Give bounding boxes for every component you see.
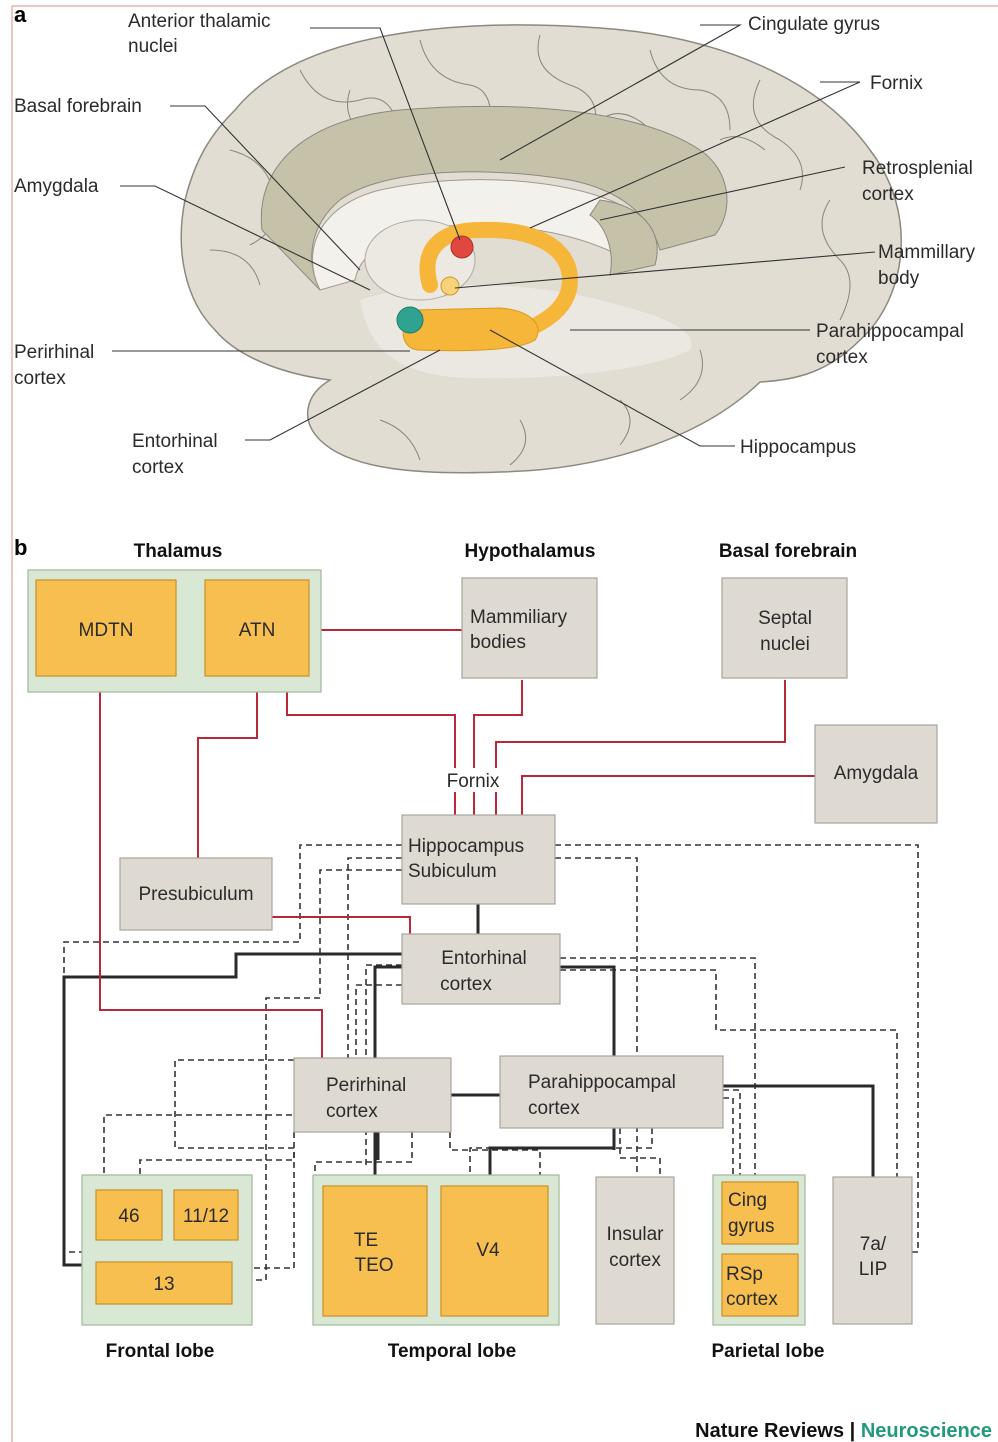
rsp-label-2: cortex	[726, 1289, 778, 1310]
header-hypothalamus: Hypothalamus	[465, 541, 596, 562]
label-basal-forebrain: Basal forebrain	[14, 96, 142, 117]
septal-nuclei-label-2: nuclei	[760, 634, 810, 655]
perirhinal-cortex-box	[293, 1057, 452, 1133]
fornix-label: Fornix	[447, 771, 500, 792]
hippocampus-label: Hippocampus	[408, 836, 524, 857]
label-hippocampus: Hippocampus	[740, 437, 856, 458]
perirhinal-label-1: Perirhinal	[326, 1075, 406, 1096]
credit-section: Neuroscience	[861, 1420, 992, 1442]
mammillary-bodies-box	[461, 577, 598, 679]
amygdala-dot	[396, 306, 424, 334]
label-cingulate-gyrus: Cingulate gyrus	[748, 14, 880, 35]
insular-label-2: cortex	[609, 1250, 661, 1271]
cingulate-gyrus-shape	[260, 105, 728, 291]
label-retrosplenial-1: Retrosplenial	[862, 158, 973, 179]
hippocampus-subiculum-box	[401, 814, 556, 905]
cing-gyrus-box	[721, 1181, 799, 1245]
entorhinal-label-1: Entorhinal	[441, 948, 527, 969]
insular-label-1: Insular	[606, 1224, 664, 1245]
header-frontal-lobe: Frontal lobe	[106, 1341, 215, 1362]
hippocampus-shape	[402, 307, 539, 352]
subiculum-label: Subiculum	[408, 861, 497, 882]
septal-nuclei-label-1: Septal	[758, 608, 812, 629]
entorhinal-label-2: cortex	[440, 974, 492, 995]
te-teo-box	[322, 1185, 428, 1317]
panel-b-letter: b	[14, 535, 27, 560]
amygdala-label: Amygdala	[834, 763, 919, 784]
header-basal-forebrain: Basal forebrain	[719, 541, 857, 562]
fornix-label-bg	[440, 768, 506, 792]
rsp-cortex-box	[721, 1253, 799, 1317]
presubiculum-label: Presubiculum	[138, 884, 253, 905]
label-entorhinal-1: Entorhinal	[132, 431, 218, 452]
header-temporal-lobe: Temporal lobe	[388, 1341, 516, 1362]
label-parahippocampal-2: cortex	[816, 347, 868, 368]
mammillary-bodies-label-1: Mammiliary	[470, 607, 568, 628]
area-11-12-box	[173, 1189, 239, 1241]
parahippocampal-label-2: cortex	[528, 1098, 580, 1119]
label-perirhinal-2: cortex	[14, 368, 66, 389]
label-mammillary-1: Mammillary	[878, 242, 976, 263]
mdtn-label: MDTN	[79, 620, 134, 641]
7a-label: 7a/	[860, 1234, 887, 1255]
insular-cortex-box	[595, 1176, 675, 1325]
label-amygdala: Amygdala	[14, 176, 99, 197]
entorhinal-cortex-box	[401, 933, 561, 1005]
label-fornix: Fornix	[870, 73, 923, 94]
panel-a-letter: a	[14, 2, 27, 27]
perirhinal-label-2: cortex	[326, 1101, 378, 1122]
label-anterior-thalamic-1: Anterior thalamic	[128, 11, 271, 32]
label-entorhinal-2: cortex	[132, 457, 184, 478]
area-11-12-label: 11/12	[183, 1206, 229, 1227]
7a-lip-box	[832, 1176, 913, 1325]
credit-separator: |	[844, 1420, 861, 1442]
cing-label-1: Cing	[728, 1190, 767, 1211]
mammillary-body-dot	[440, 276, 460, 296]
lip-label: LIP	[859, 1259, 888, 1280]
area-13-label: 13	[153, 1274, 174, 1295]
cing-label-2: gyrus	[728, 1216, 774, 1237]
label-mammillary-2: body	[878, 268, 920, 289]
parahippocampal-cortex-box	[499, 1055, 724, 1129]
label-retrosplenial-2: cortex	[862, 184, 914, 205]
label-perirhinal-1: Perirhinal	[14, 342, 94, 363]
teo-label: TEO	[354, 1255, 393, 1276]
credit-journal: Nature Reviews	[695, 1420, 844, 1442]
journal-credit: Nature Reviews | Neuroscience	[695, 1420, 992, 1442]
atn-label: ATN	[239, 620, 276, 641]
area-13-box	[95, 1261, 233, 1305]
area-46-box	[95, 1189, 163, 1241]
amygdala-box	[814, 724, 938, 824]
solid-black-connections	[62, 904, 875, 1267]
atn-box	[204, 579, 310, 677]
te-label: TE	[354, 1230, 378, 1251]
v4-label: V4	[476, 1240, 500, 1261]
area-46-label: 46	[118, 1206, 139, 1227]
presubiculum-box	[119, 857, 273, 931]
dashed-connections	[63, 844, 919, 1281]
parahippocampal-label-1: Parahippocampal	[528, 1072, 676, 1093]
mdtn-box	[35, 579, 177, 677]
brain-illustration	[180, 24, 902, 474]
anterior-thalamic-nuclei-dot	[450, 235, 474, 259]
header-parietal-lobe: Parietal lobe	[712, 1341, 825, 1362]
header-thalamus: Thalamus	[134, 541, 223, 562]
rsp-label-1: RSp	[726, 1264, 763, 1285]
label-anterior-thalamic-2: nuclei	[128, 36, 178, 57]
label-parahippocampal-1: Parahippocampal	[816, 321, 964, 342]
mammillary-bodies-label-2: bodies	[470, 632, 526, 653]
panel-a-leaders	[112, 24, 876, 447]
v4-box	[440, 1185, 549, 1317]
septal-nuclei-box	[721, 577, 848, 679]
